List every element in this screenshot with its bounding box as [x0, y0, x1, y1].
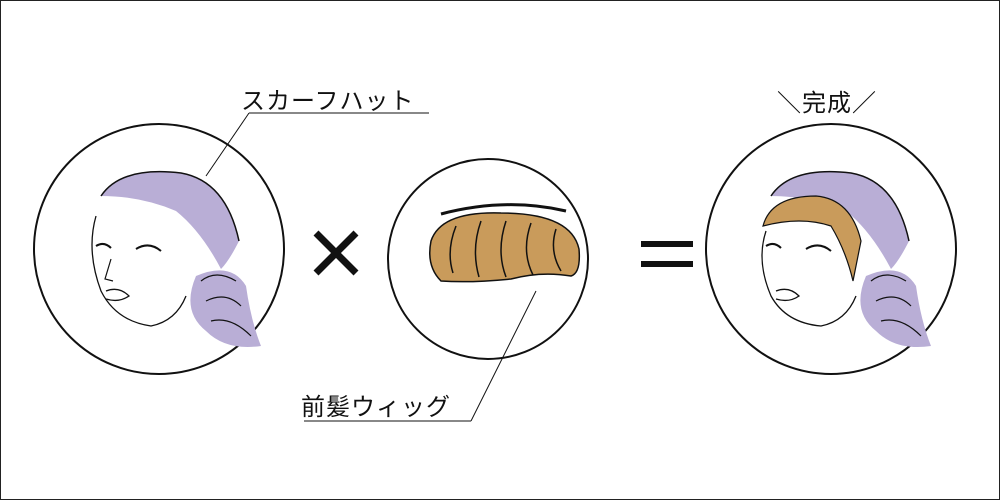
bangs-wig-label: 前髪ウィッグ [301, 393, 451, 421]
face-complete [705, 123, 957, 375]
scarf-hat-label: スカーフハット [241, 87, 415, 115]
times-operator [313, 230, 359, 276]
bangs-wig [387, 158, 589, 360]
face-with-scarf-hat [33, 123, 285, 375]
complete-label: ＼完成／ [777, 89, 877, 117]
equals-operator [641, 241, 693, 267]
